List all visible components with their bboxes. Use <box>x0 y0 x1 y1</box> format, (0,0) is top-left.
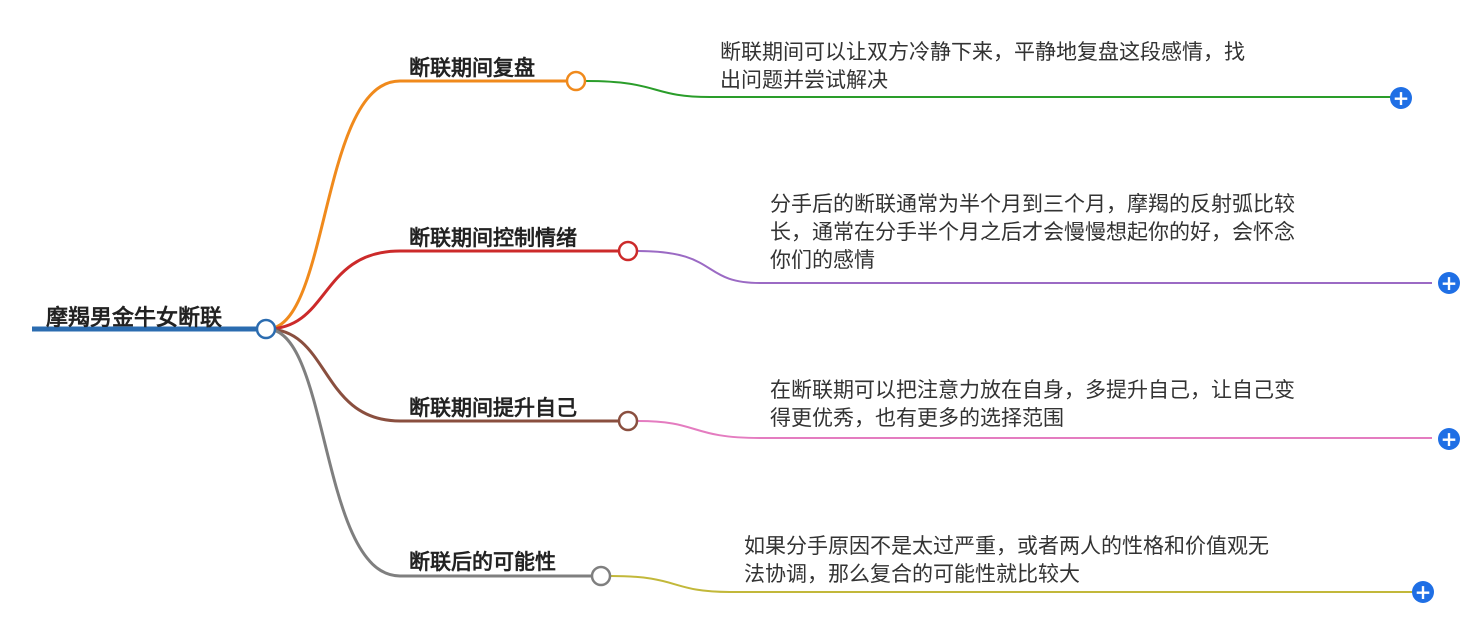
branch-node-circle[interactable] <box>617 240 639 262</box>
branch-topic-possibility[interactable]: 断联后的可能性 <box>409 550 556 574</box>
leaf-text-review[interactable]: 断联期间可以让双方冷静下来，平静地复盘这段感情，找 出问题并尝试解决 <box>720 38 1245 94</box>
leaf-line: 得更优秀，也有更多的选择范围 <box>770 406 1064 430</box>
plus-icon[interactable]: + <box>1412 581 1434 603</box>
branch-connector <box>266 79 575 331</box>
leaf-connector <box>637 420 1432 439</box>
branch-node-circle[interactable] <box>565 70 587 92</box>
branch-topic-improve[interactable]: 断联期间提升自己 <box>409 396 577 420</box>
branch-connector <box>266 327 600 578</box>
leaf-line: 长，通常在分手半个月之后才会慢慢想起你的好，会怀念 <box>770 220 1295 244</box>
branch-connector <box>266 327 627 423</box>
leaf-line: 出问题并尝试解决 <box>720 68 888 92</box>
leaf-line: 法协调，那么复合的可能性就比较大 <box>744 562 1080 586</box>
branch-topic-review[interactable]: 断联期间复盘 <box>409 56 535 80</box>
branch-topic-emotion[interactable]: 断联期间控制情绪 <box>409 226 577 250</box>
branch-connector <box>266 249 627 331</box>
branch-node-circle[interactable] <box>590 565 612 587</box>
leaf-text-emotion[interactable]: 分手后的断联通常为半个月到三个月，摩羯的反射弧比较 长，通常在分手半个月之后才会… <box>770 190 1295 274</box>
leaf-line: 你们的感情 <box>770 248 875 272</box>
leaf-connector <box>637 250 1432 284</box>
leaf-connector <box>585 80 1392 98</box>
plus-icon[interactable]: + <box>1438 428 1460 450</box>
plus-icon[interactable]: + <box>1438 272 1460 294</box>
leaf-line: 分手后的断联通常为半个月到三个月，摩羯的反射弧比较 <box>770 192 1295 216</box>
root-node-circle[interactable] <box>255 318 277 340</box>
leaf-text-improve[interactable]: 在断联期可以把注意力放在自身，多提升自己，让自己变 得更优秀，也有更多的选择范围 <box>770 376 1295 432</box>
leaf-line: 在断联期可以把注意力放在自身，多提升自己，让自己变 <box>770 378 1295 402</box>
leaf-line: 断联期间可以让双方冷静下来，平静地复盘这段感情，找 <box>720 40 1245 64</box>
leaf-text-possibility[interactable]: 如果分手原因不是太过严重，或者两人的性格和价值观无 法协调，那么复合的可能性就比… <box>744 532 1269 588</box>
leaf-line: 如果分手原因不是太过严重，或者两人的性格和价值观无 <box>744 534 1269 558</box>
plus-icon[interactable]: + <box>1390 87 1412 109</box>
leaf-connector <box>610 575 1414 593</box>
root-topic[interactable]: 摩羯男金牛女断联 <box>46 306 223 331</box>
branch-node-circle[interactable] <box>617 410 639 432</box>
